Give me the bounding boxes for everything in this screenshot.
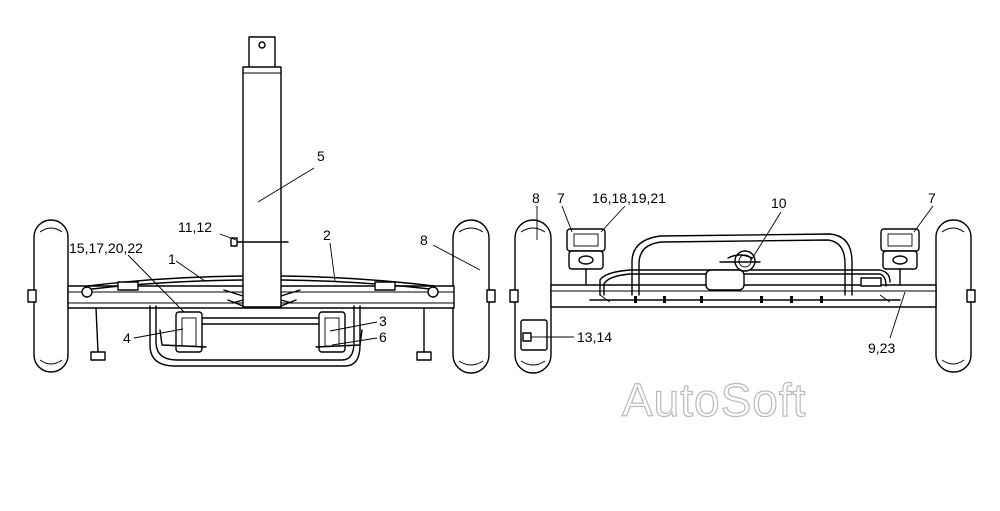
callout-11-12: 11,12 bbox=[178, 219, 212, 235]
callout-6: 6 bbox=[379, 329, 387, 345]
left-trailer-view bbox=[27, 36, 496, 374]
callout-leaders bbox=[127, 167, 934, 346]
rear-handle-frame bbox=[631, 233, 853, 296]
harness-clips bbox=[634, 296, 823, 303]
support-legs bbox=[90, 307, 432, 361]
callout-7-right: 7 bbox=[928, 190, 936, 206]
callout-2: 2 bbox=[323, 227, 331, 243]
callout-labels: 1 2 3 4 5 6 7 7 8 8 9,23 10 11,12 13,14 … bbox=[69, 148, 936, 356]
drawbar-tower bbox=[223, 36, 301, 308]
wheel-bracket bbox=[520, 319, 548, 351]
callout-8-left: 8 bbox=[420, 232, 428, 248]
callout-10: 10 bbox=[771, 195, 787, 211]
tail-lamp-right bbox=[880, 228, 920, 286]
left-wheel bbox=[27, 219, 69, 373]
lower-frame bbox=[149, 305, 361, 367]
callout-8-right: 8 bbox=[532, 190, 540, 206]
callout-7-left: 7 bbox=[557, 190, 565, 206]
tail-lamp-left bbox=[566, 228, 606, 286]
callout-16-18-19-21: 16,18,19,21 bbox=[592, 190, 666, 206]
callout-4: 4 bbox=[123, 330, 131, 346]
right-trailer-view bbox=[509, 219, 976, 374]
pin-assembly bbox=[230, 237, 289, 247]
callout-5: 5 bbox=[317, 148, 325, 164]
callout-9-23: 9,23 bbox=[868, 340, 895, 356]
callout-3: 3 bbox=[379, 313, 387, 329]
rear-right-wheel bbox=[935, 219, 976, 373]
leaf-springs bbox=[81, 275, 439, 298]
watermark-logo: AutoSoft bbox=[622, 374, 806, 426]
callout-13-14: 13,14 bbox=[577, 329, 612, 345]
right-wheel bbox=[452, 219, 496, 374]
callout-15-17-20-22: 15,17,20,22 bbox=[69, 240, 143, 256]
wiring-harness bbox=[589, 250, 901, 303]
clamp-brackets bbox=[159, 311, 363, 353]
callout-1: 1 bbox=[168, 251, 176, 267]
